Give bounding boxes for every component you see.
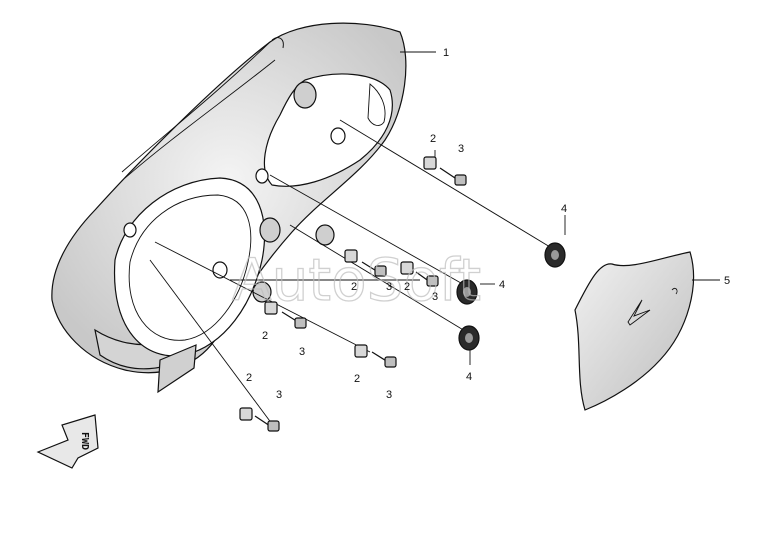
fwd-label: FWD xyxy=(79,432,90,450)
label-part-4: 4 xyxy=(466,371,472,383)
plate-part-5 xyxy=(574,251,695,411)
cover-part-1 xyxy=(51,22,407,394)
bolt xyxy=(281,311,307,329)
label-part-2: 2 xyxy=(246,372,252,384)
forward-arrow: FWD xyxy=(36,414,99,469)
label-part-2: 2 xyxy=(351,281,357,293)
label-part-4: 4 xyxy=(561,203,567,215)
spacer xyxy=(400,261,414,275)
label-part-2: 2 xyxy=(354,373,360,385)
label-part-2: 2 xyxy=(404,281,410,293)
grommet xyxy=(458,325,480,351)
spacer xyxy=(264,301,278,315)
label-part-3: 3 xyxy=(276,389,282,401)
watermark: AutoSoft xyxy=(232,246,481,314)
bolt xyxy=(439,167,467,186)
bolts-part-3 xyxy=(254,167,467,432)
spacer xyxy=(239,407,253,421)
bolt xyxy=(254,415,280,432)
label-part-2: 2 xyxy=(262,330,268,342)
label-part-5: 5 xyxy=(724,275,730,287)
spacer xyxy=(423,156,437,170)
label-part-3: 3 xyxy=(458,143,464,155)
grommet xyxy=(544,242,566,268)
bolt xyxy=(371,351,397,368)
bolt xyxy=(361,261,387,277)
leader-lines xyxy=(149,51,720,429)
callout-labels: 1 2 3 4 5 2 3 2 3 4 2 3 4 2 3 2 3 xyxy=(246,47,730,401)
bolt xyxy=(415,271,439,287)
label-part-3: 3 xyxy=(432,291,438,303)
spacer xyxy=(354,344,368,358)
label-part-3: 3 xyxy=(299,346,305,358)
label-part-3: 3 xyxy=(386,389,392,401)
label-part-4: 4 xyxy=(499,279,505,291)
spacer xyxy=(344,249,358,263)
label-part-1: 1 xyxy=(443,47,449,59)
label-part-3: 3 xyxy=(386,281,392,293)
label-part-2: 2 xyxy=(430,133,436,145)
grommets-part-4 xyxy=(456,242,566,351)
grommet xyxy=(456,279,478,305)
spacers-part-2 xyxy=(239,156,437,421)
